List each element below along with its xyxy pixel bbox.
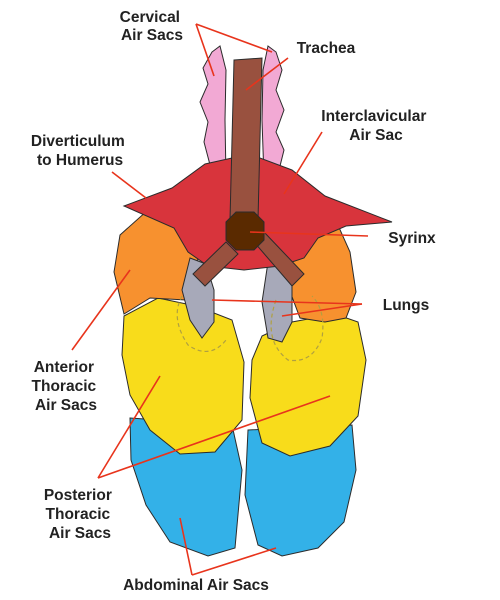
label-anterior-line-3: Air Sacs bbox=[35, 397, 97, 414]
label-trachea: Trachea bbox=[297, 40, 356, 57]
leader-posterior-left bbox=[97, 375, 161, 479]
label-diverticulum: Diverticulum to Humerus bbox=[31, 133, 129, 169]
leader-abdominal-left bbox=[179, 517, 193, 576]
bronchus-left bbox=[192, 241, 239, 287]
leader-syrinx bbox=[249, 231, 369, 237]
leader-lungs-left bbox=[211, 299, 363, 305]
label-cervical-line-2: Air Sacs bbox=[121, 27, 183, 44]
label-posterior-line-2: Thoracic bbox=[46, 506, 111, 523]
leader-diverticulum bbox=[111, 171, 147, 199]
leader-lungs-right bbox=[281, 303, 363, 317]
label-cervical: Cervical Air Sacs bbox=[120, 9, 185, 44]
label-abdominal: Abdominal Air Sacs bbox=[123, 577, 269, 594]
label-trachea-line-1: Trachea bbox=[297, 40, 356, 57]
label-posterior: Posterior Thoracic Air Sacs bbox=[44, 487, 116, 542]
cervical-air-sac-left bbox=[199, 45, 227, 181]
leader-interclavicular bbox=[283, 131, 323, 195]
abdominal-air-sac-right bbox=[244, 424, 357, 557]
label-diverticulum-line-1: Diverticulum bbox=[31, 133, 125, 150]
leader-cervical-left bbox=[195, 23, 215, 77]
label-posterior-line-1: Posterior bbox=[44, 487, 112, 504]
label-anterior-line-1: Anterior bbox=[34, 359, 94, 376]
leader-abdominal-right bbox=[191, 547, 277, 576]
syrinx bbox=[225, 211, 265, 251]
label-lungs-line-1: Lungs bbox=[383, 297, 430, 314]
leader-posterior-right bbox=[97, 395, 331, 479]
label-lungs: Lungs bbox=[383, 297, 430, 314]
label-anterior-line-2: Thoracic bbox=[32, 378, 97, 395]
label-interclavicular-line-1: Interclavicular bbox=[321, 108, 426, 125]
lung-outline-left bbox=[176, 295, 227, 352]
label-diverticulum-line-2: to Humerus bbox=[37, 152, 123, 169]
leader-trachea bbox=[245, 57, 289, 91]
label-cervical-line-1: Cervical bbox=[120, 9, 180, 26]
label-abdominal-line-1: Abdominal Air Sacs bbox=[123, 577, 269, 594]
leader-cervical-right bbox=[195, 23, 273, 53]
cervical-air-sac-right bbox=[261, 45, 285, 183]
label-posterior-line-3: Air Sacs bbox=[49, 525, 111, 542]
label-interclavicular-line-2: Air Sac bbox=[349, 127, 403, 144]
label-anterior: Anterior Thoracic Air Sacs bbox=[32, 359, 101, 414]
label-syrinx: Syrinx bbox=[388, 230, 436, 247]
label-interclavicular: Interclavicular Air Sac bbox=[321, 108, 430, 144]
label-syrinx-line-1: Syrinx bbox=[388, 230, 436, 247]
leader-anterior bbox=[71, 269, 131, 351]
lung-outline-right bbox=[270, 295, 324, 362]
leader-lines bbox=[71, 23, 369, 576]
